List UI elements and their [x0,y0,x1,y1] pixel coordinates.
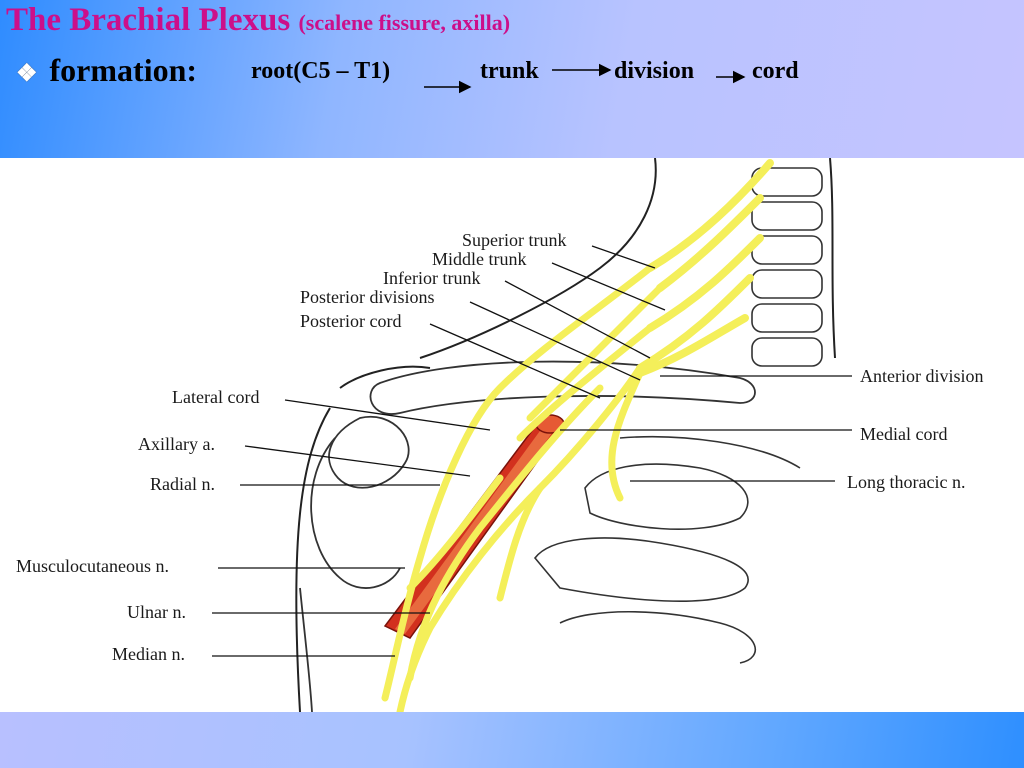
brachial-plexus-illustration: Superior trunk Middle trunk Inferior tru… [0,158,1024,712]
label-inferior-trunk: Inferior trunk [383,268,480,288]
label-long-thoracic-nerve: Long thoracic n. [847,472,965,492]
label-median-nerve: Median n. [112,644,185,664]
body-outline [295,158,836,712]
vertebral-column [751,167,823,367]
footer-band [0,712,1024,768]
label-lateral-cord: Lateral cord [172,387,259,407]
ribs [533,435,801,664]
title-subtitle: (scalene fissure, axilla) [298,10,511,35]
step-cord: cord [752,58,799,84]
diamond-bullet-icon: ❖ [16,61,38,87]
label-posterior-cord: Posterior cord [300,311,401,331]
label-posterior-divisions: Posterior divisions [300,287,435,307]
formation-heading: formation: [49,52,198,88]
label-radial-nerve: Radial n. [150,474,215,494]
step-trunk: trunk [480,58,539,84]
label-axillary-artery: Axillary a. [138,434,215,454]
title-main: The Brachial Plexus [6,2,291,38]
nerve-bundle [381,159,774,712]
label-ulnar-nerve: Ulnar n. [127,602,186,622]
anatomy-drawing: Superior trunk Middle trunk Inferior tru… [16,158,984,712]
formation-bullet: ❖ formation: [16,52,197,89]
step-root: root(C5 – T1) [251,58,391,84]
label-superior-trunk: Superior trunk [462,230,566,250]
step-division: division [614,58,695,84]
axillary-artery [383,414,565,639]
label-anterior-division: Anterior division [860,366,984,386]
slide-title: The Brachial Plexus (scalene fissure, ax… [6,2,510,39]
leader-lines [212,245,852,657]
label-medial-cord: Medial cord [860,424,947,444]
label-musculocutaneous-nerve: Musculocutaneous n. [16,556,169,576]
label-middle-trunk: Middle trunk [432,249,527,269]
